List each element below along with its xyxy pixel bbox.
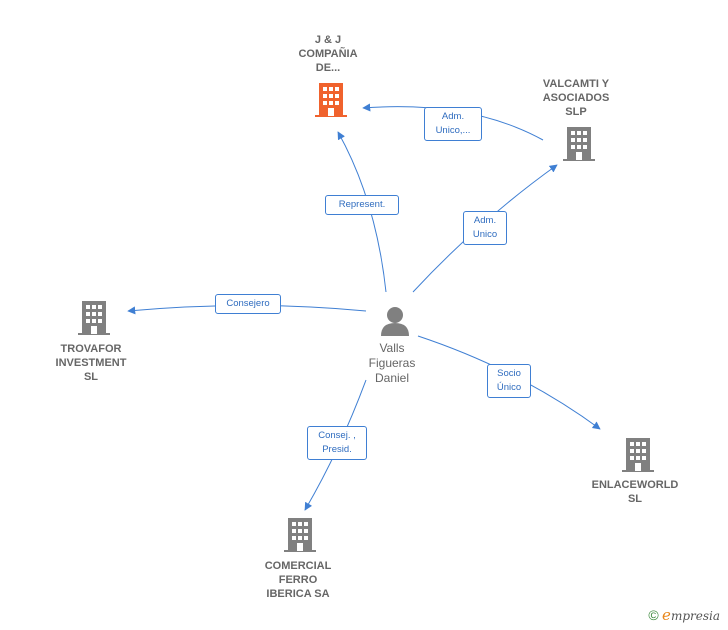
building-icon[interactable]	[284, 518, 316, 552]
brand-name: mpresia	[670, 609, 720, 623]
building-icon[interactable]	[563, 127, 595, 161]
node-label-valcamti[interactable]: VALCAMTI Y ASOCIADOS SLP	[542, 78, 610, 118]
node-label-person[interactable]: Valls Figueras Daniel	[368, 341, 416, 385]
node-label-comercial[interactable]: COMERCIAL FERRO IBERICA SA	[264, 560, 332, 600]
node-label-enlaceworld[interactable]: ENLACEWORLD SL	[591, 479, 679, 505]
building-icon[interactable]	[78, 301, 110, 335]
edge-label-adm-unico-dots: Adm. Unico,...	[424, 107, 482, 141]
node-label-jj[interactable]: J & J COMPAÑIA DE...	[298, 34, 358, 74]
copyright-brand: © empresia	[648, 606, 720, 624]
brand-initial: e	[662, 606, 671, 624]
building-icon[interactable]	[622, 438, 654, 472]
building-icon[interactable]	[315, 83, 347, 117]
edge-label-adm-unico: Adm. Unico	[463, 211, 507, 245]
edge-label-consej-presid: Consej. , Presid.	[307, 426, 367, 460]
copyright-icon: ©	[648, 607, 659, 623]
edge-label-socio-unico: Socio Único	[487, 364, 531, 398]
person-icon[interactable]	[381, 307, 409, 336]
node-label-trovafor[interactable]: TROVAFOR INVESTMENT SL	[55, 343, 127, 383]
edge-label-consejero: Consejero	[215, 294, 281, 314]
edge-label-represent: Represent.	[325, 195, 399, 215]
